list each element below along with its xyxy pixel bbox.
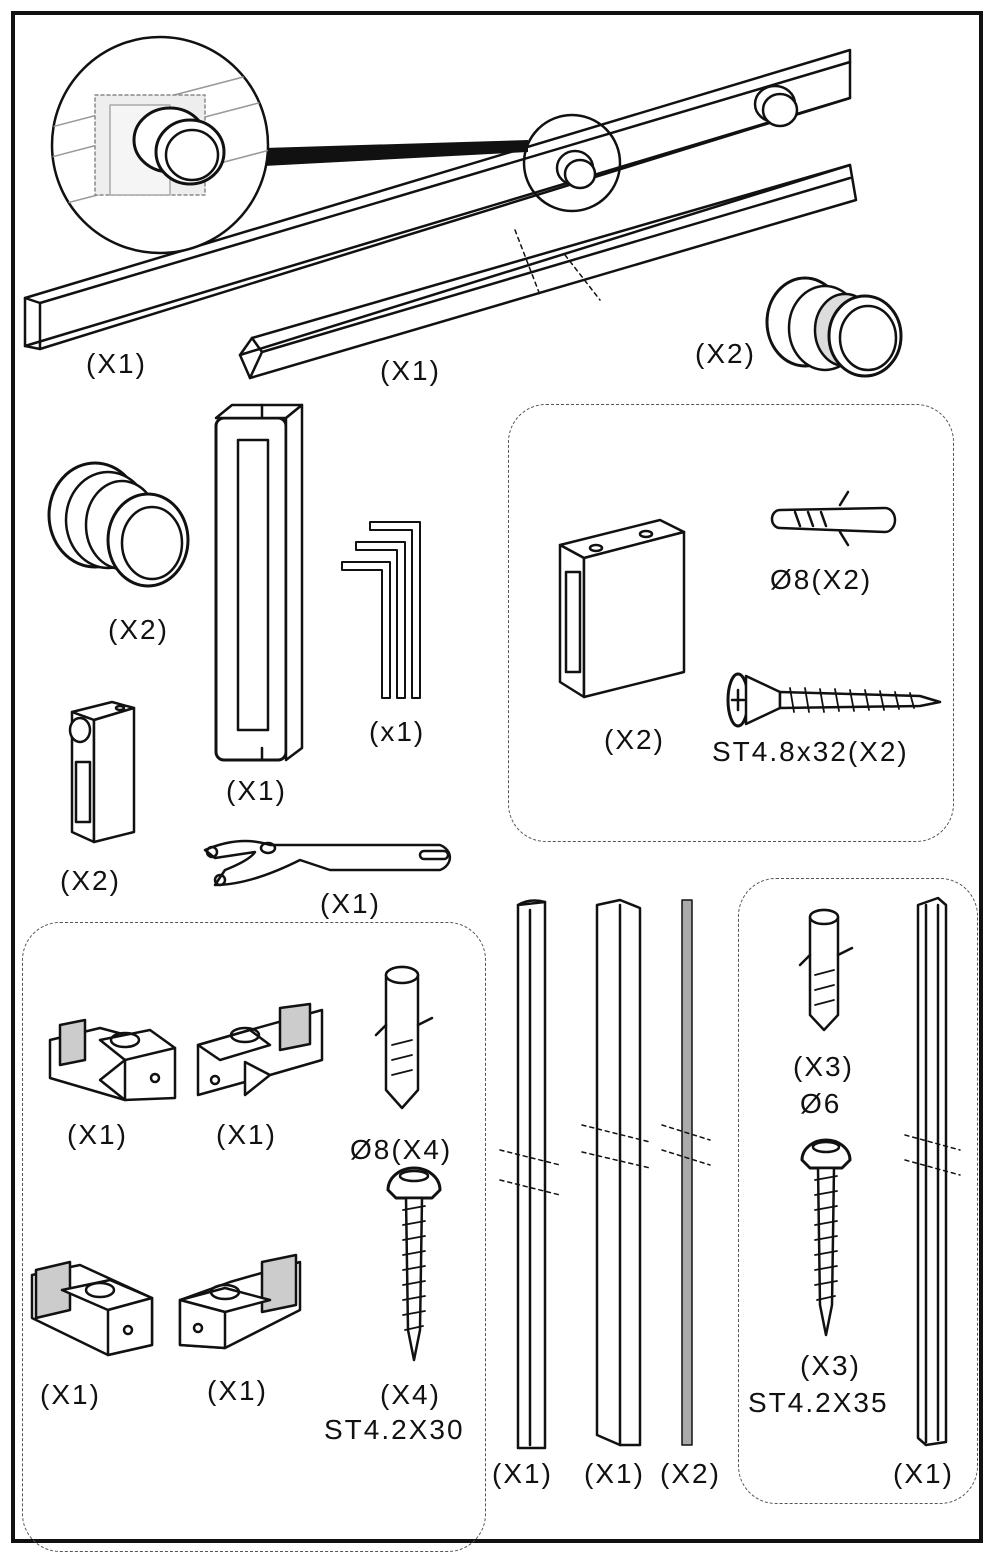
group-box-clips	[22, 922, 486, 1552]
guide-rail-part	[238, 163, 858, 380]
clip-4-part	[178, 1253, 302, 1350]
long-rail-part	[23, 48, 852, 351]
label-screw-48: ST4.8x32(X2)	[712, 736, 909, 767]
label-clip-1: (X1)	[67, 1119, 128, 1150]
label-screw-35: ST4.2X35	[748, 1387, 889, 1418]
clip-3-part	[30, 1260, 154, 1357]
screw-48-part	[726, 672, 942, 728]
wrench-part	[203, 839, 452, 887]
anchor-small-part	[770, 490, 897, 547]
label-channel: (X1)	[893, 1458, 954, 1489]
label-screw-30-count: (X4)	[380, 1379, 441, 1410]
screw-30-part	[386, 1166, 442, 1362]
label-long-rail: (X1)	[86, 348, 147, 379]
label-profile-a: (X1)	[492, 1458, 553, 1489]
clip-2-part	[196, 1002, 324, 1097]
wall-bracket-part	[558, 518, 686, 699]
label-seal-strip: (X2)	[660, 1458, 721, 1489]
label-hex-keys: (x1)	[369, 716, 426, 747]
channel-part	[904, 896, 961, 1447]
seal-strip-part	[661, 899, 711, 1446]
label-stopper: (X2)	[60, 865, 121, 896]
label-anchor-6-count: (X3)	[793, 1051, 854, 1082]
group-box-channel	[738, 878, 978, 1504]
profile-b-part	[581, 898, 651, 1447]
label-clip-2: (X1)	[216, 1119, 277, 1150]
profile-a-part	[499, 899, 561, 1450]
clip-1-part	[48, 1018, 177, 1102]
anchor-6-part	[798, 908, 854, 1032]
label-profile-b: (X1)	[584, 1458, 645, 1489]
page-border	[11, 11, 983, 1543]
label-anchor-8: Ø8(X2)	[770, 564, 873, 595]
label-roller-left: (X2)	[108, 614, 169, 645]
label-wrench: (X1)	[320, 888, 381, 919]
label-anchor-8x4: Ø8(X4)	[350, 1134, 453, 1165]
anchor-8x4-part	[374, 965, 434, 1110]
label-anchor-6: Ø6	[800, 1088, 842, 1119]
hex-keys-part	[341, 521, 421, 699]
stopper-part	[68, 700, 136, 844]
label-clip-3: (X1)	[40, 1379, 101, 1410]
screw-35-part	[800, 1138, 852, 1337]
handle-part	[214, 403, 304, 762]
label-handle: (X1)	[226, 775, 287, 806]
label-screw-30: ST4.2X30	[324, 1414, 465, 1445]
magnifier-detail	[50, 35, 270, 255]
label-roller-top: (X2)	[695, 338, 756, 369]
roller-top-part	[765, 276, 903, 378]
group-box-wall-fixings	[508, 404, 954, 842]
label-wall-bracket: (X2)	[604, 724, 665, 755]
label-clip-4: (X1)	[207, 1375, 268, 1406]
label-guide-rail: (X1)	[380, 355, 441, 386]
roller-left-part	[47, 461, 190, 588]
label-screw-35-count: (X3)	[800, 1350, 861, 1381]
